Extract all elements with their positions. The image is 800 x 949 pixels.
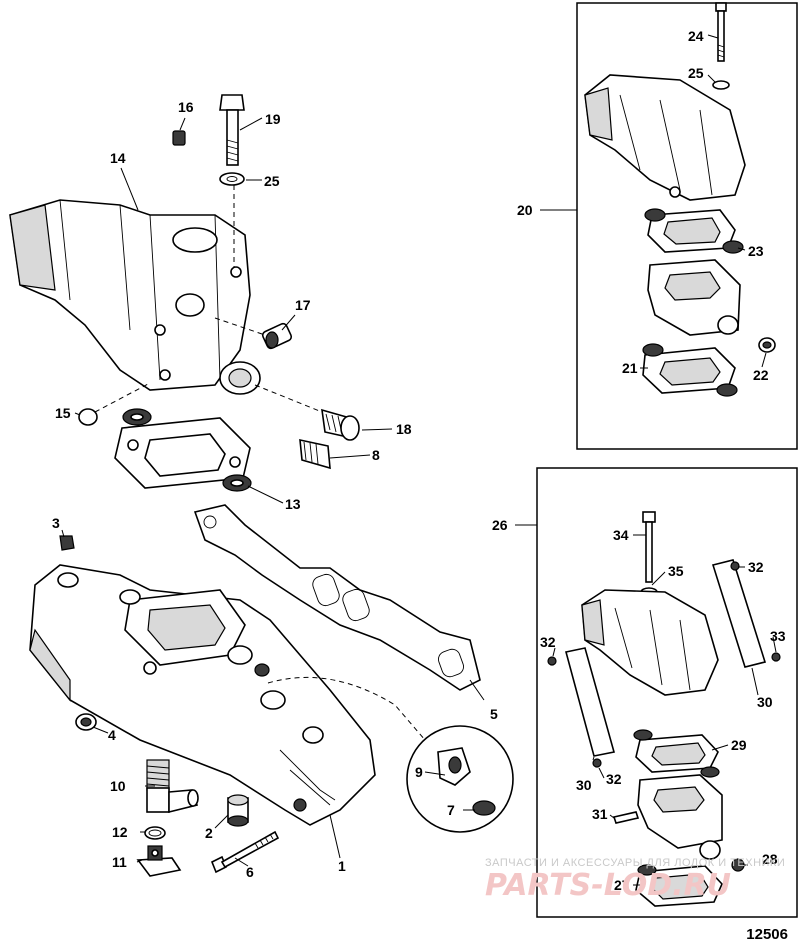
callout-31: 31 (592, 806, 608, 822)
watermark-logo-text: PARTS-LOD.RU (485, 868, 731, 903)
bolt-6 (210, 830, 280, 874)
washer-25-left (219, 172, 245, 186)
callout-26: 26 (492, 517, 508, 533)
inset26-plate-30-right (711, 559, 767, 668)
callout-15: 15 (55, 405, 71, 421)
exhaust-elbow-14 (9, 199, 261, 395)
callout-33: 33 (770, 628, 786, 644)
callout-5: 5 (490, 706, 498, 722)
callout-20: 20 (517, 202, 533, 218)
drain-fitting-11 (136, 845, 182, 877)
callout-22: 22 (753, 367, 769, 383)
plug-4 (75, 713, 97, 731)
inset26-plate-30-left (565, 647, 616, 757)
callout-29: 29 (731, 737, 747, 753)
callout-3: 3 (52, 515, 60, 531)
callout-16: 16 (178, 99, 194, 115)
leader-lines (61, 34, 777, 886)
callout-32-left: 32 (540, 634, 556, 650)
dashed-guide-15 (94, 382, 151, 413)
callout-13: 13 (285, 496, 301, 512)
nut-3 (59, 535, 75, 551)
callout-32-bottom: 32 (606, 771, 622, 787)
inset26-screw-31 (612, 811, 640, 824)
tee-fitting-10 (146, 759, 199, 814)
callout-32-top: 32 (748, 559, 764, 575)
inset26-elbow (581, 589, 719, 696)
inset20-gasket-21 (642, 343, 738, 397)
callout-18: 18 (396, 421, 412, 437)
inset26-bolt-34 (642, 511, 656, 583)
inset-box-20 (576, 2, 798, 450)
dashed-guide-18 (254, 384, 323, 413)
inset26-screws-32-33 (547, 561, 781, 768)
plug-16 (172, 130, 186, 146)
plug-15 (78, 408, 98, 426)
dashed-guide-detail (267, 676, 426, 741)
callout-10: 10 (110, 778, 126, 794)
inset20-plug-22 (758, 337, 776, 353)
inset20-spacer (647, 259, 741, 336)
callout-25-inset: 25 (688, 65, 704, 81)
callout-9: 9 (415, 764, 423, 780)
inset26-gasket-29 (633, 729, 720, 778)
inset20-elbow (584, 74, 746, 201)
inset26-gasket-27 (635, 864, 723, 907)
callout-19: 19 (265, 111, 281, 127)
detail-circle (406, 725, 514, 833)
exhaust-manifold-1 (29, 564, 376, 826)
callout-23: 23 (748, 243, 764, 259)
callout-4: 4 (108, 727, 116, 743)
gasket-5 (193, 504, 481, 691)
figure-number: 12506 (746, 926, 788, 943)
inset20-washer-25 (712, 80, 730, 90)
watermark-small-text: ЗАПЧАСТИ И АКСЕССУАРЫ ДЛЯ ЛОДОК И ТЕХНИК… (485, 857, 785, 869)
callout-11: 11 (112, 854, 127, 870)
callout-6: 6 (246, 864, 254, 880)
inset20-bolt-24 (715, 2, 727, 62)
callout-30-left: 30 (576, 777, 592, 793)
plug-17 (261, 322, 293, 350)
callout-34: 34 (613, 527, 629, 543)
callout-14: 14 (110, 150, 126, 166)
gasket-13 (114, 408, 252, 492)
callouts: 1 2 3 4 5 6 7 8 9 10 11 12 13 14 15 16 1… (52, 28, 786, 893)
callout-1: 1 (338, 858, 346, 874)
inset26-spacer (637, 774, 723, 860)
callout-17: 17 (295, 297, 311, 313)
callout-7: 7 (447, 802, 455, 818)
callout-28: 28 (762, 851, 778, 867)
fitting-18 (321, 408, 360, 441)
callout-2: 2 (205, 825, 213, 841)
callout-25: 25 (264, 173, 280, 189)
callout-8: 8 (372, 447, 380, 463)
callout-12: 12 (112, 824, 128, 840)
inset-box-26 (536, 467, 798, 918)
bolt-19 (219, 94, 245, 166)
callout-35: 35 (668, 563, 684, 579)
callout-27: 27 (614, 877, 630, 893)
callout-21: 21 (622, 360, 638, 376)
inset20-gasket-23 (644, 208, 744, 254)
o-ring-12 (144, 826, 166, 840)
plug-2 (227, 794, 249, 827)
fitting-8 (299, 438, 331, 470)
callout-24: 24 (688, 28, 704, 44)
callout-30-right: 30 (757, 694, 773, 710)
